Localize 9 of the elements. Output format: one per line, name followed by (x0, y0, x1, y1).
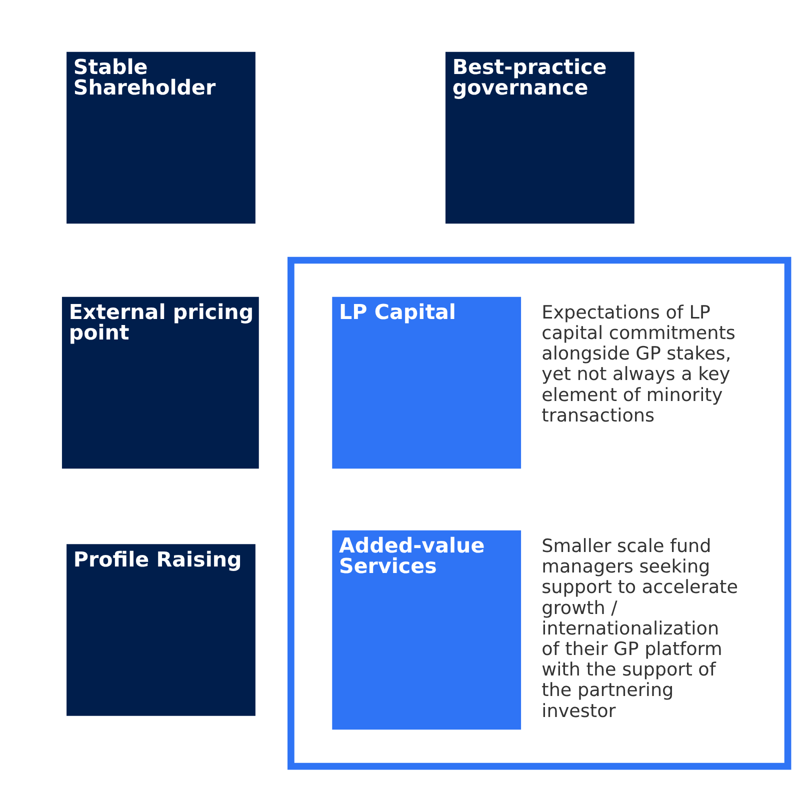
node-box: Stable Shareholder (66, 52, 256, 224)
node-box: Profile Raising (66, 544, 256, 716)
node-label: Expectations of LP capital commitments alongside GP stakes, yet not always a key element of minority transactions (542, 302, 736, 426)
node-box: Best-practice governance (445, 52, 634, 224)
cluster (288, 256, 792, 770)
node-label: Smaller scale fund managers seeking support to accelerate growth / internationalization of their GP platform with the support of the partnering investor (542, 536, 738, 722)
node-box: Added-value Services (332, 530, 522, 730)
node-box: External pricing point (62, 296, 259, 469)
node-box: LP Capital (332, 296, 522, 469)
